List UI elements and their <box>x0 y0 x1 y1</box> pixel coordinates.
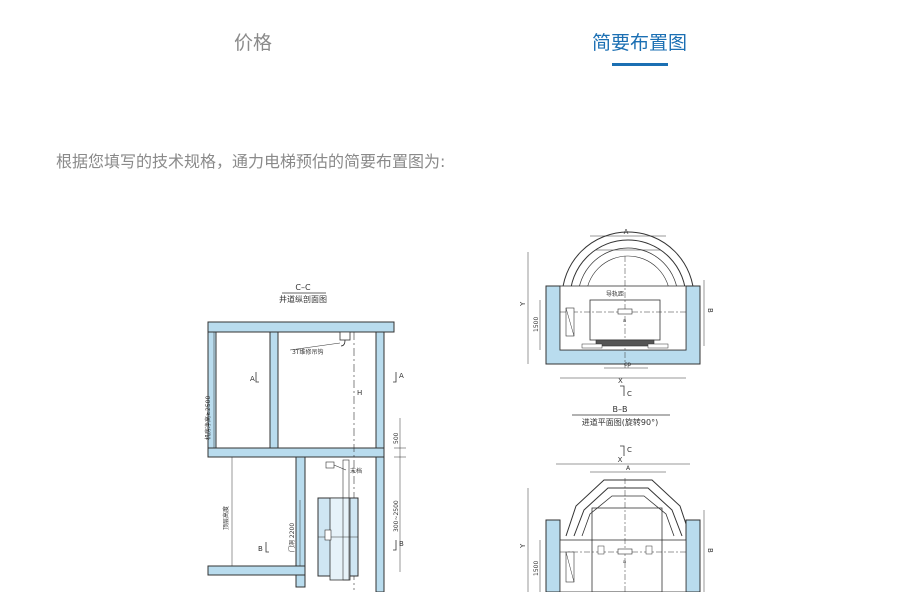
bb-dim-1500: 1500 <box>533 317 540 332</box>
aa-dim-y: Y <box>519 543 527 549</box>
section-bb: A 导轨距 a cp X Y 1500 <box>519 228 714 427</box>
bb-dim-y: Y <box>519 301 527 307</box>
dim-h: H <box>357 389 362 397</box>
bb-title: 进道平面图(旋转90°) <box>582 417 658 427</box>
bb-dim-cp: cp <box>624 361 631 368</box>
tab-price[interactable]: 价格 <box>234 32 273 54</box>
active-tab-indicator <box>612 63 668 66</box>
buffer-label: 末档 <box>350 467 362 475</box>
mark-a-right: A <box>399 372 404 380</box>
bb-mark-c: C <box>627 390 632 398</box>
mark-b-right: B <box>399 540 404 548</box>
dim-500: 500 <box>393 432 400 444</box>
pit-label: 顶层高度 <box>222 506 230 530</box>
aa-dim-a-small: a <box>623 559 626 565</box>
cc-code: C–C <box>295 283 311 292</box>
bb-dim-b: B <box>706 308 714 313</box>
bb-guide-label: 导轨距 <box>606 290 624 298</box>
bb-dim-x: X <box>618 377 623 385</box>
machine-room-label: 机房净高≥2500 <box>204 396 212 440</box>
aa-dim-1500: 1500 <box>533 561 540 576</box>
aa-dim-a: A <box>626 465 631 472</box>
aa-dim-b: B <box>706 548 714 553</box>
mark-b-left: B <box>258 545 263 553</box>
section-aa: C X A a Y 1500 B <box>519 445 714 592</box>
aa-mark-c: C <box>627 446 632 454</box>
bb-dim-a-small: a <box>623 318 626 324</box>
tab-layout[interactable]: 简要布置图 <box>592 32 688 54</box>
tab-bar: 价格 简要布置图 <box>0 0 924 80</box>
mark-a-left: A <box>250 375 255 383</box>
cc-title: 井道纵剖面图 <box>279 294 327 304</box>
intro-text: 根据您填写的技术规格，通力电梯预估的简要布置图为: <box>56 152 446 171</box>
dim-range: 300~2500 <box>393 500 400 532</box>
bb-code: B–B <box>613 405 628 414</box>
door-label: 门洞 2200 <box>288 523 296 552</box>
aa-dim-x: X <box>618 456 623 464</box>
section-cc: C–C 井道纵剖面图 3T维修吊钩 H <box>204 283 406 592</box>
hook-label: 3T维修吊钩 <box>292 348 323 356</box>
